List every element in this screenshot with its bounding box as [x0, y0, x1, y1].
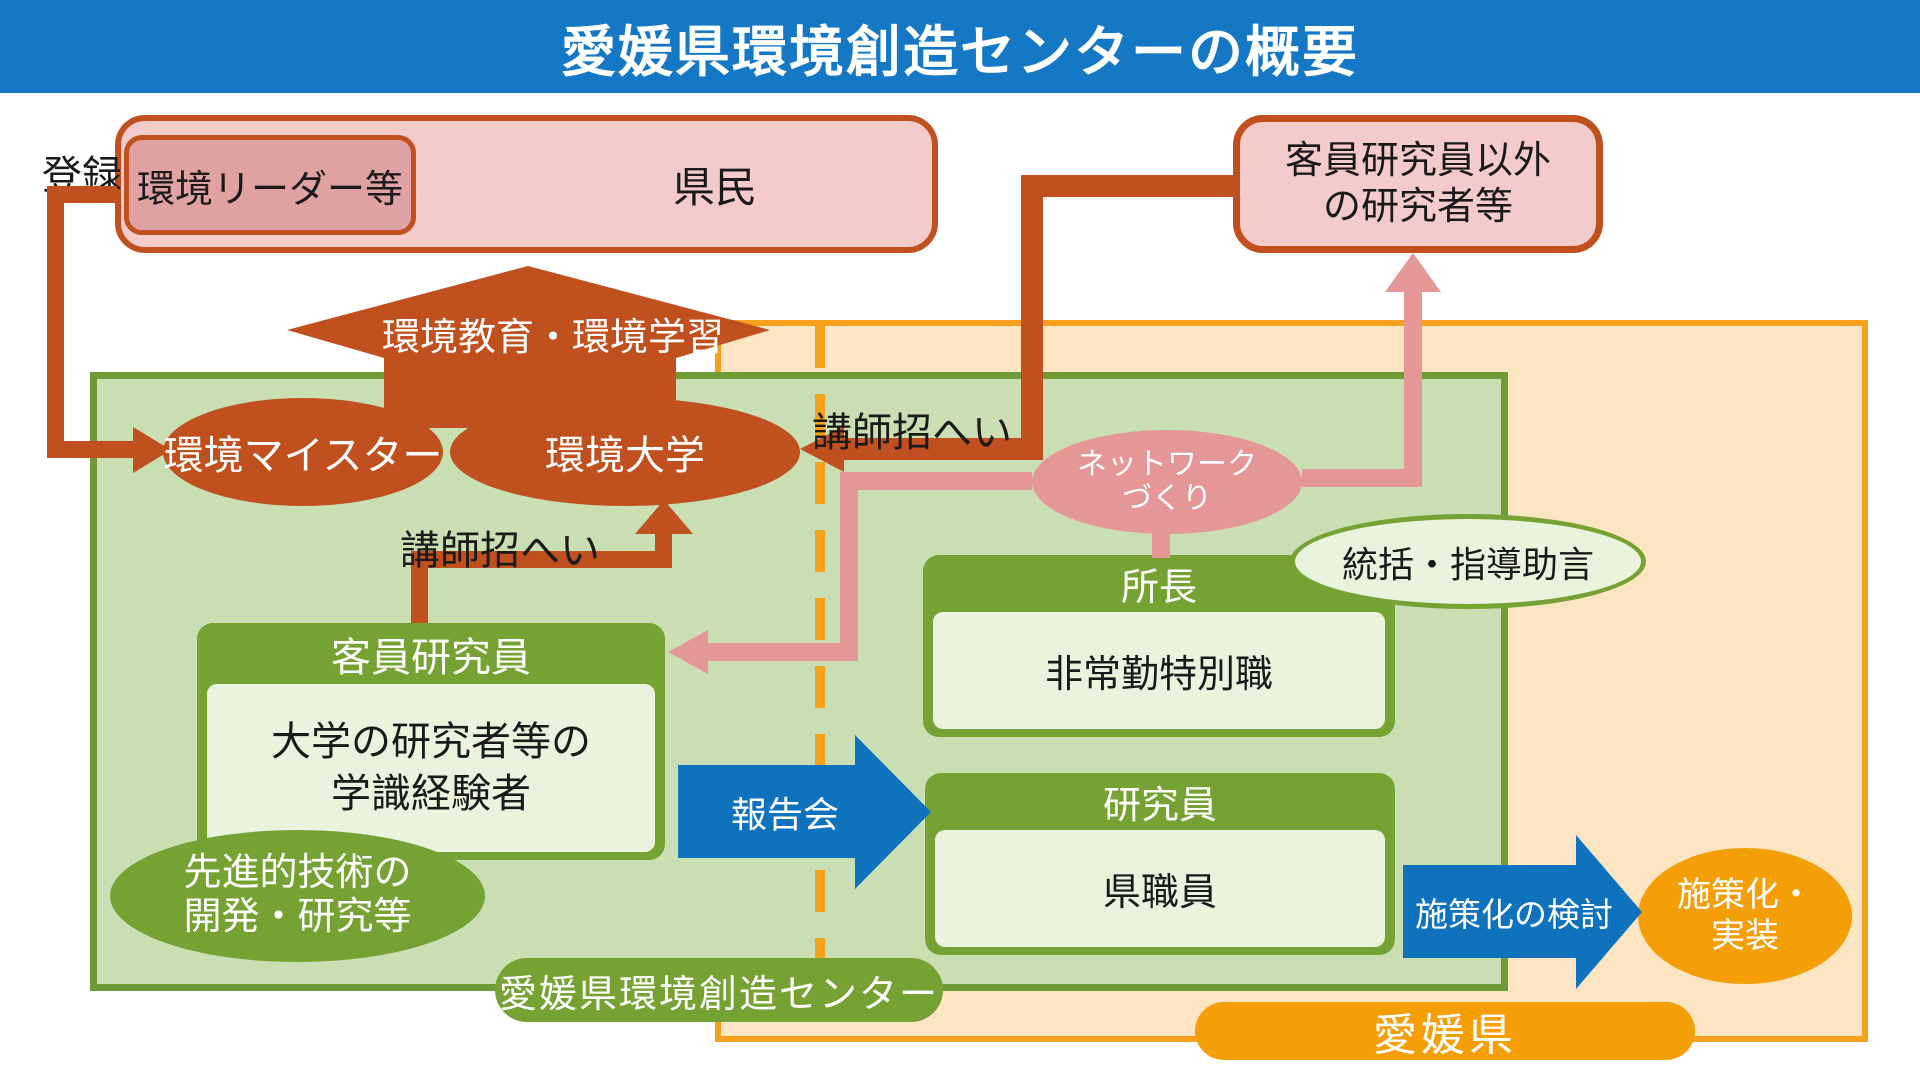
register-path-top	[47, 186, 117, 203]
director-title: 所長	[1120, 567, 1197, 609]
policy-implementation-line1: 施策化・	[1677, 876, 1813, 915]
network-path-left-horizontal	[849, 472, 1032, 490]
network-path-left-vertical	[840, 472, 858, 661]
network-building-line1: ネットワーク	[1077, 447, 1257, 481]
external-path-vertical	[1021, 175, 1043, 460]
supervision-ellipse: 統括・指導助言	[1290, 514, 1646, 609]
report-arrow-body	[678, 765, 856, 858]
advanced-technology-line1: 先進的技術の	[183, 852, 412, 895]
environment-education-arrow-label: 環境教育・環境学習	[381, 316, 724, 359]
external-researchers-box: 客員研究員以外 の研究者等	[1233, 115, 1603, 253]
environment-leader-box: 環境リーダー等	[124, 135, 416, 235]
network-path-right-vertical	[1404, 290, 1422, 487]
guest-path-vertical	[655, 532, 672, 568]
network-path-bottom-horizontal	[706, 643, 849, 661]
director-body: 非常勤特別職	[933, 612, 1385, 729]
environment-meister-ellipse: 環境マイスター	[163, 398, 443, 506]
policy-review-arrowhead-icon	[1576, 835, 1642, 989]
environment-university-ellipse: 環境大学	[450, 398, 800, 506]
guest-path-horizontal	[411, 551, 672, 568]
register-path-vertical	[47, 186, 64, 458]
center-ribbon-label: 愛媛県環境創造センター	[495, 958, 943, 1022]
network-arrowhead-left-icon	[668, 630, 708, 674]
report-arrowhead-icon	[855, 735, 931, 889]
researcher-body: 県職員	[935, 830, 1385, 947]
network-building-ellipse: ネットワーク づくり	[1032, 430, 1302, 534]
guest-researcher-body-line2: 学識経験者	[331, 772, 531, 816]
external-path-exit	[1032, 175, 1233, 197]
lecturer-invite-lower-label: 講師招へい	[400, 529, 600, 573]
external-path-horizontal	[843, 438, 1023, 460]
guest-researcher-title: 客員研究員	[331, 635, 531, 680]
policy-review-arrow-body	[1403, 865, 1576, 958]
lecturer-invite-upper-label: 講師招へい	[812, 411, 1012, 455]
external-researchers-line2: の研究者等	[1322, 186, 1513, 228]
citizens-label: 県民	[672, 163, 757, 211]
report-arrow-label: 報告会	[730, 793, 839, 835]
page-title: 愛媛県環境創造センターの概要	[560, 20, 1359, 83]
external-researchers-line1: 客員研究員以外	[1284, 139, 1551, 182]
network-director-stub	[1152, 528, 1170, 558]
researcher-title: 研究員	[1102, 785, 1217, 827]
guest-path-stub	[411, 552, 428, 626]
policy-implementation-line2: 実装	[1711, 917, 1779, 955]
network-arrowhead-up-icon	[1385, 253, 1441, 292]
network-path-right-horizontal	[1302, 469, 1422, 487]
external-arrowhead-icon	[800, 426, 844, 472]
advanced-technology-line2: 開発・研究等	[183, 896, 412, 938]
prefecture-ribbon-label: 愛媛県	[1195, 1002, 1695, 1060]
network-building-line2: づくり	[1122, 482, 1212, 515]
policy-review-arrow-label: 施策化の検討	[1415, 895, 1613, 933]
header-bar	[0, 0, 1920, 93]
policy-implementation-ellipse: 施策化・ 実装	[1638, 848, 1852, 984]
advanced-technology-ellipse: 先進的技術の 開発・研究等	[110, 830, 485, 962]
guest-researcher-body-line1: 大学の研究者等の	[271, 720, 591, 764]
guest-researcher-body: 大学の研究者等の 学識経験者	[207, 684, 655, 852]
register-path-bottom	[47, 441, 137, 458]
